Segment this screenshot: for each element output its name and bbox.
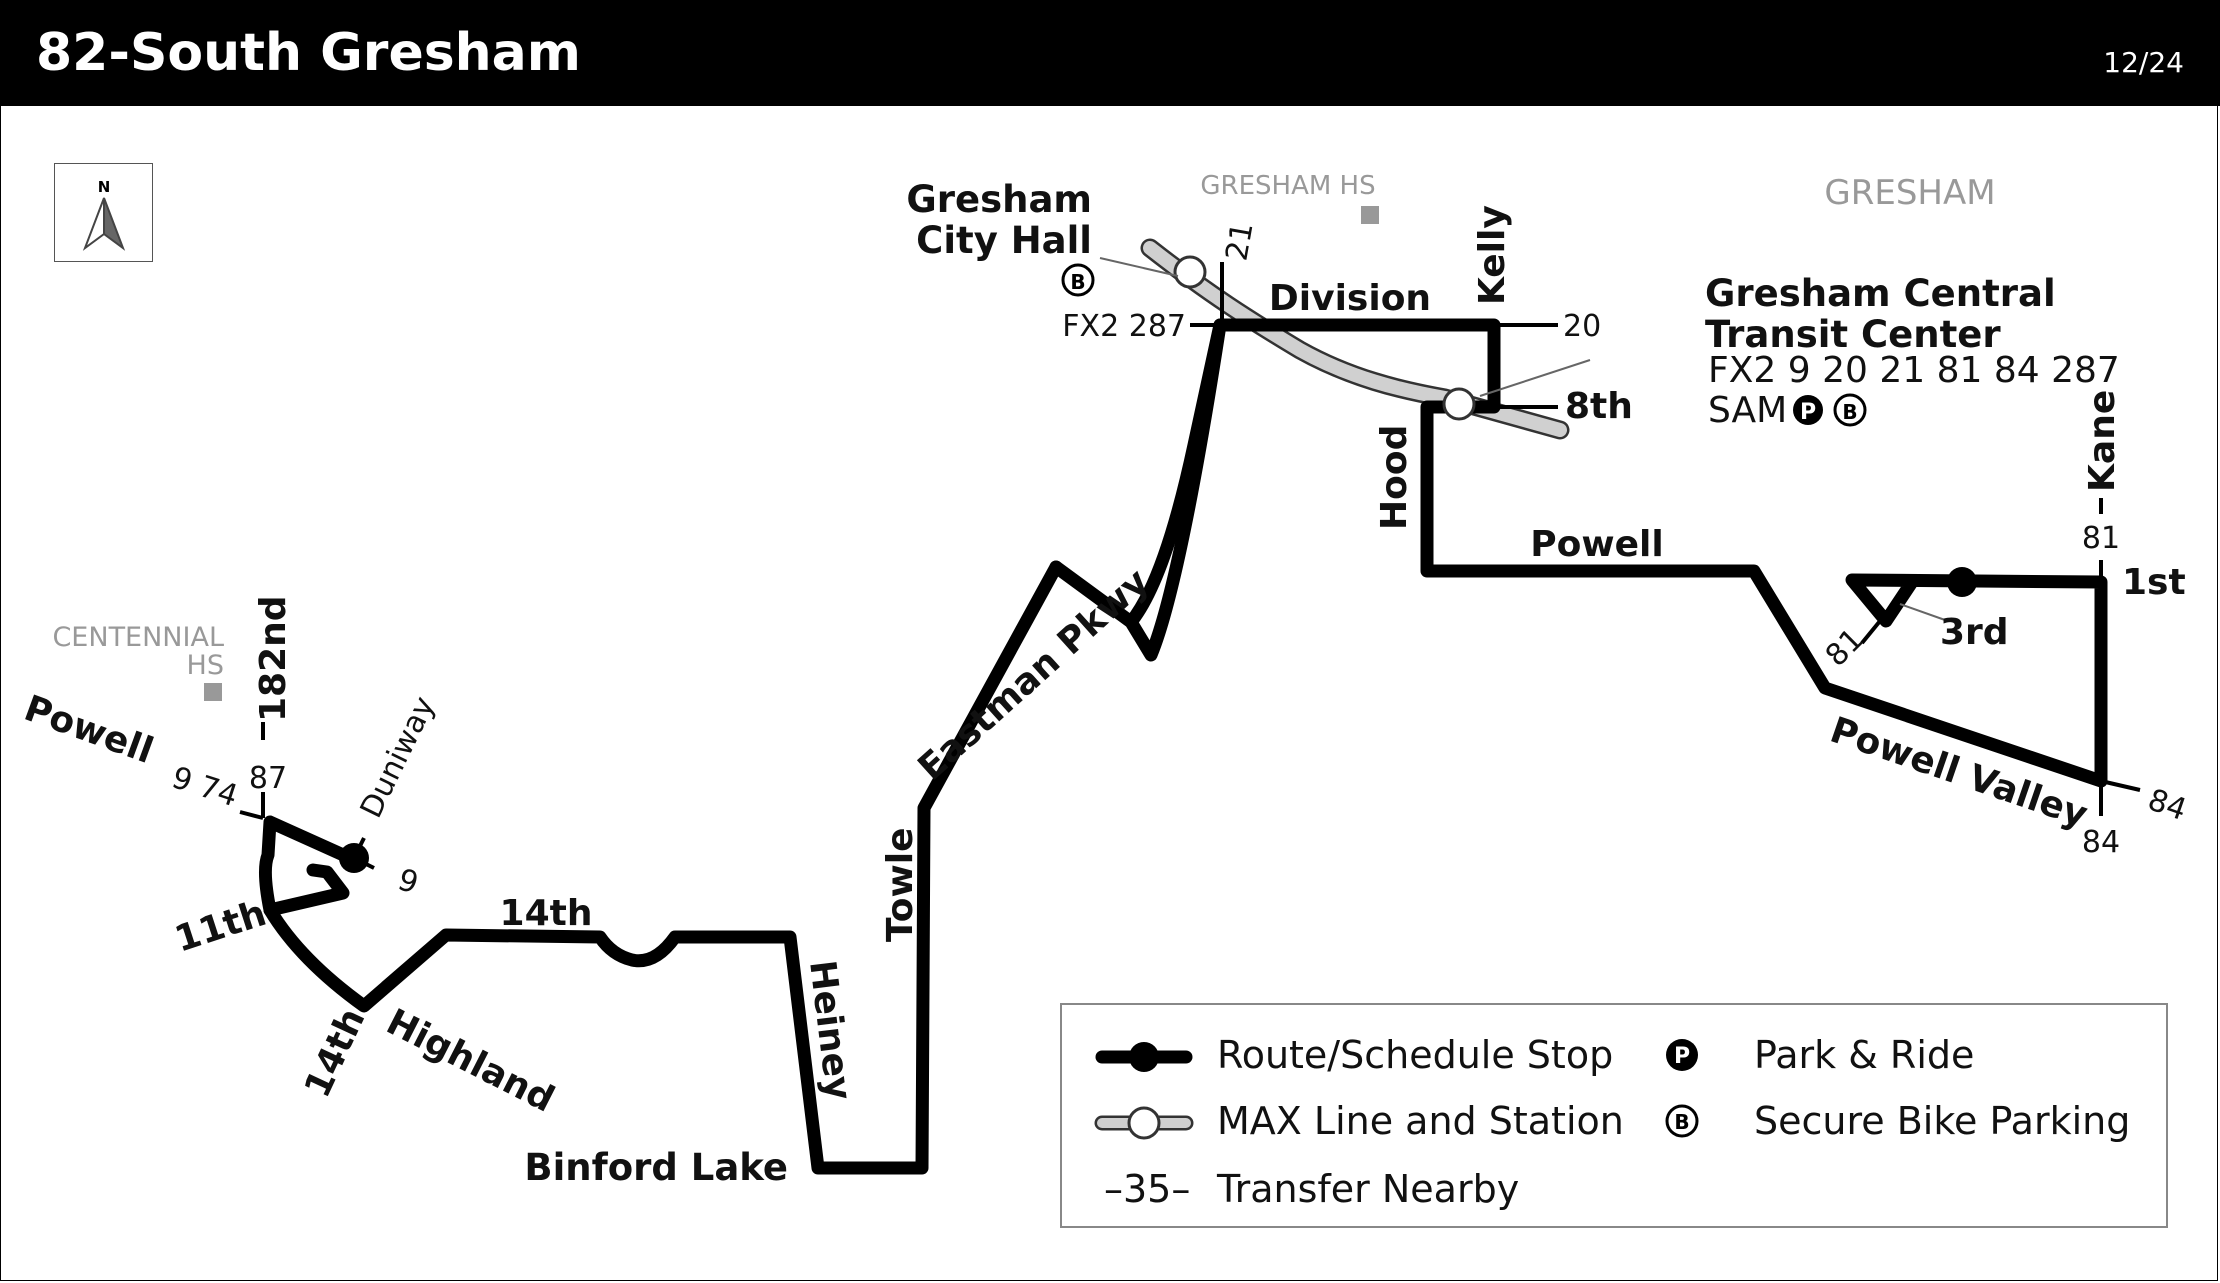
legend-transfer-symbol: –35–: [1104, 1167, 1191, 1211]
transfer-9: 9: [394, 862, 423, 901]
legend-route-stop: Route/Schedule Stop: [1217, 1033, 1614, 1077]
city-hall-label-1: Gresham: [906, 178, 1092, 221]
gresham-hs-label: GRESHAM HS: [1200, 171, 1375, 201]
binford-lake-label: Binford Lake: [524, 1146, 788, 1189]
transfer-fx2-287: FX2 287: [1062, 309, 1186, 344]
legend-transfer-number: 35: [1123, 1167, 1172, 1211]
transfer-84-bottom: 84: [2082, 825, 2120, 860]
route-stop-symbol: [1095, 1042, 1193, 1072]
street-1st: 1st: [2122, 562, 2186, 603]
gresham-hs-marker: [1361, 206, 1379, 224]
street-3rd: 3rd: [1940, 612, 2009, 653]
transfer-20: 20: [1563, 309, 1601, 344]
street-powell-east: Powell: [1530, 524, 1663, 565]
centennial-label-1: CENTENNIAL: [52, 622, 224, 653]
street-14th-south: 14th: [297, 1002, 373, 1104]
legend-transfer: Transfer Nearby: [1217, 1167, 1520, 1211]
map-date: 12/24: [2103, 46, 2184, 79]
legend-p-letter: P: [1674, 1044, 1690, 1069]
street-duniway: Duniway: [354, 691, 443, 823]
street-highland: Highland: [380, 1001, 561, 1120]
central-label-1: Gresham Central: [1705, 272, 2056, 315]
legend-bike-parking: Secure Bike Parking: [1754, 1099, 2131, 1143]
street-division: Division: [1269, 278, 1431, 319]
park-ride-icon: P: [1666, 1039, 1698, 1071]
street-8th: 8th: [1565, 386, 1633, 427]
bike-parking-icon: B: [1665, 1104, 1699, 1138]
legend-b-letter: B: [1674, 1110, 1689, 1134]
street-14th-north: 14th: [500, 893, 593, 934]
street-11th: 11th: [170, 893, 271, 961]
street-towle: Towle: [880, 827, 921, 942]
central-p-letter: P: [1800, 400, 1816, 425]
street-kelly: Kelly: [1472, 205, 1513, 305]
route-line: [258, 318, 2108, 1175]
north-arrow: N: [54, 163, 153, 262]
max-line-symbol: [1094, 1106, 1194, 1140]
stop-3rd: [1947, 567, 1977, 597]
central-lines: FX2 9 20 21 81 84 287: [1708, 350, 2120, 391]
bike-parking-icon: [1833, 393, 1867, 427]
transfer-81-diagonal: 81: [1819, 622, 1871, 674]
city-hall-b-letter: B: [1070, 270, 1085, 294]
route-title: 82-South Gresham: [36, 23, 581, 83]
bike-parking-icon: [1061, 263, 1095, 297]
map-legend: Route/Schedule Stop MAX Line and Station…: [1060, 1003, 2168, 1228]
park-ride-icon: [1793, 395, 1823, 425]
street-182nd: 182nd: [253, 595, 294, 722]
street-powell-west: Powell: [19, 688, 158, 772]
centennial-hs-marker: [204, 683, 222, 701]
max-station-central: [1442, 387, 1476, 421]
north-letter: N: [98, 178, 111, 196]
central-b-letter: B: [1842, 400, 1857, 424]
transfer-87: 87: [249, 761, 287, 796]
centennial-label-2: HS: [187, 650, 224, 681]
gresham-area-label: GRESHAM: [1824, 173, 1995, 213]
transfer-9-74: 9 74: [168, 760, 242, 814]
transfer-84-right: 84: [2143, 782, 2191, 828]
street-hood: Hood: [1374, 425, 1415, 530]
transfer-21: 21: [1219, 220, 1260, 264]
street-kane: Kane: [2082, 390, 2123, 492]
transfer-81-top: 81: [2082, 521, 2120, 556]
city-hall-label-2: City Hall: [916, 219, 1092, 262]
legend-max-line: MAX Line and Station: [1217, 1099, 1624, 1143]
transfer-ticks: [239, 262, 2141, 870]
max-station-city-hall: [1173, 255, 1207, 289]
max-line: [1140, 238, 1570, 440]
legend-park-ride: Park & Ride: [1754, 1033, 1975, 1077]
central-sam: SAM: [1708, 390, 1787, 431]
header-bar: 82-South Gresham 12/24: [0, 0, 2220, 106]
north-arrow-icon: N: [82, 178, 126, 251]
central-label-2: Transit Center: [1705, 313, 2001, 356]
